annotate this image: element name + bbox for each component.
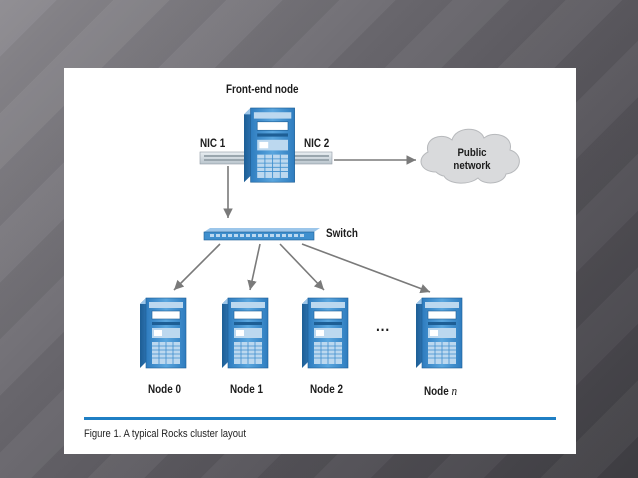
figure-panel: Front-end node NIC 1 NIC 2 Public networ… — [64, 68, 576, 454]
nic-1-label: NIC 1 — [200, 138, 226, 150]
node-1-server-icon — [221, 297, 269, 369]
cluster-diagram — [84, 107, 556, 420]
caption-rule — [84, 417, 556, 420]
node-2-label: Node 2 — [310, 384, 343, 396]
switch-to-node-arrows — [173, 243, 431, 294]
nodes-ellipsis: ... — [376, 318, 391, 335]
front-end-node-label: Front-end node — [226, 84, 299, 96]
node-0-server-icon — [139, 297, 187, 369]
public-network-label: Public network — [443, 147, 501, 173]
public-network-line-2: network — [453, 160, 491, 172]
public-network-line-1: Public — [457, 147, 487, 159]
node-n-label-variable: n — [451, 383, 458, 398]
node-1-label: Node 1 — [230, 384, 263, 396]
front-end-server-icon — [243, 107, 296, 183]
figure-caption: Figure 1. A typical Rocks cluster layout — [84, 428, 246, 440]
node-n-label-prefix: Node — [424, 386, 452, 398]
nic-2-label: NIC 2 — [304, 138, 330, 150]
node-0-label: Node 0 — [148, 384, 181, 396]
node-n-server-icon — [415, 297, 463, 369]
node-2-server-icon — [301, 297, 349, 369]
switch-label: Switch — [326, 228, 358, 240]
node-n-label: Node n — [424, 383, 457, 399]
switch-icon — [203, 228, 320, 241]
public-network-cloud-icon — [420, 128, 520, 184]
